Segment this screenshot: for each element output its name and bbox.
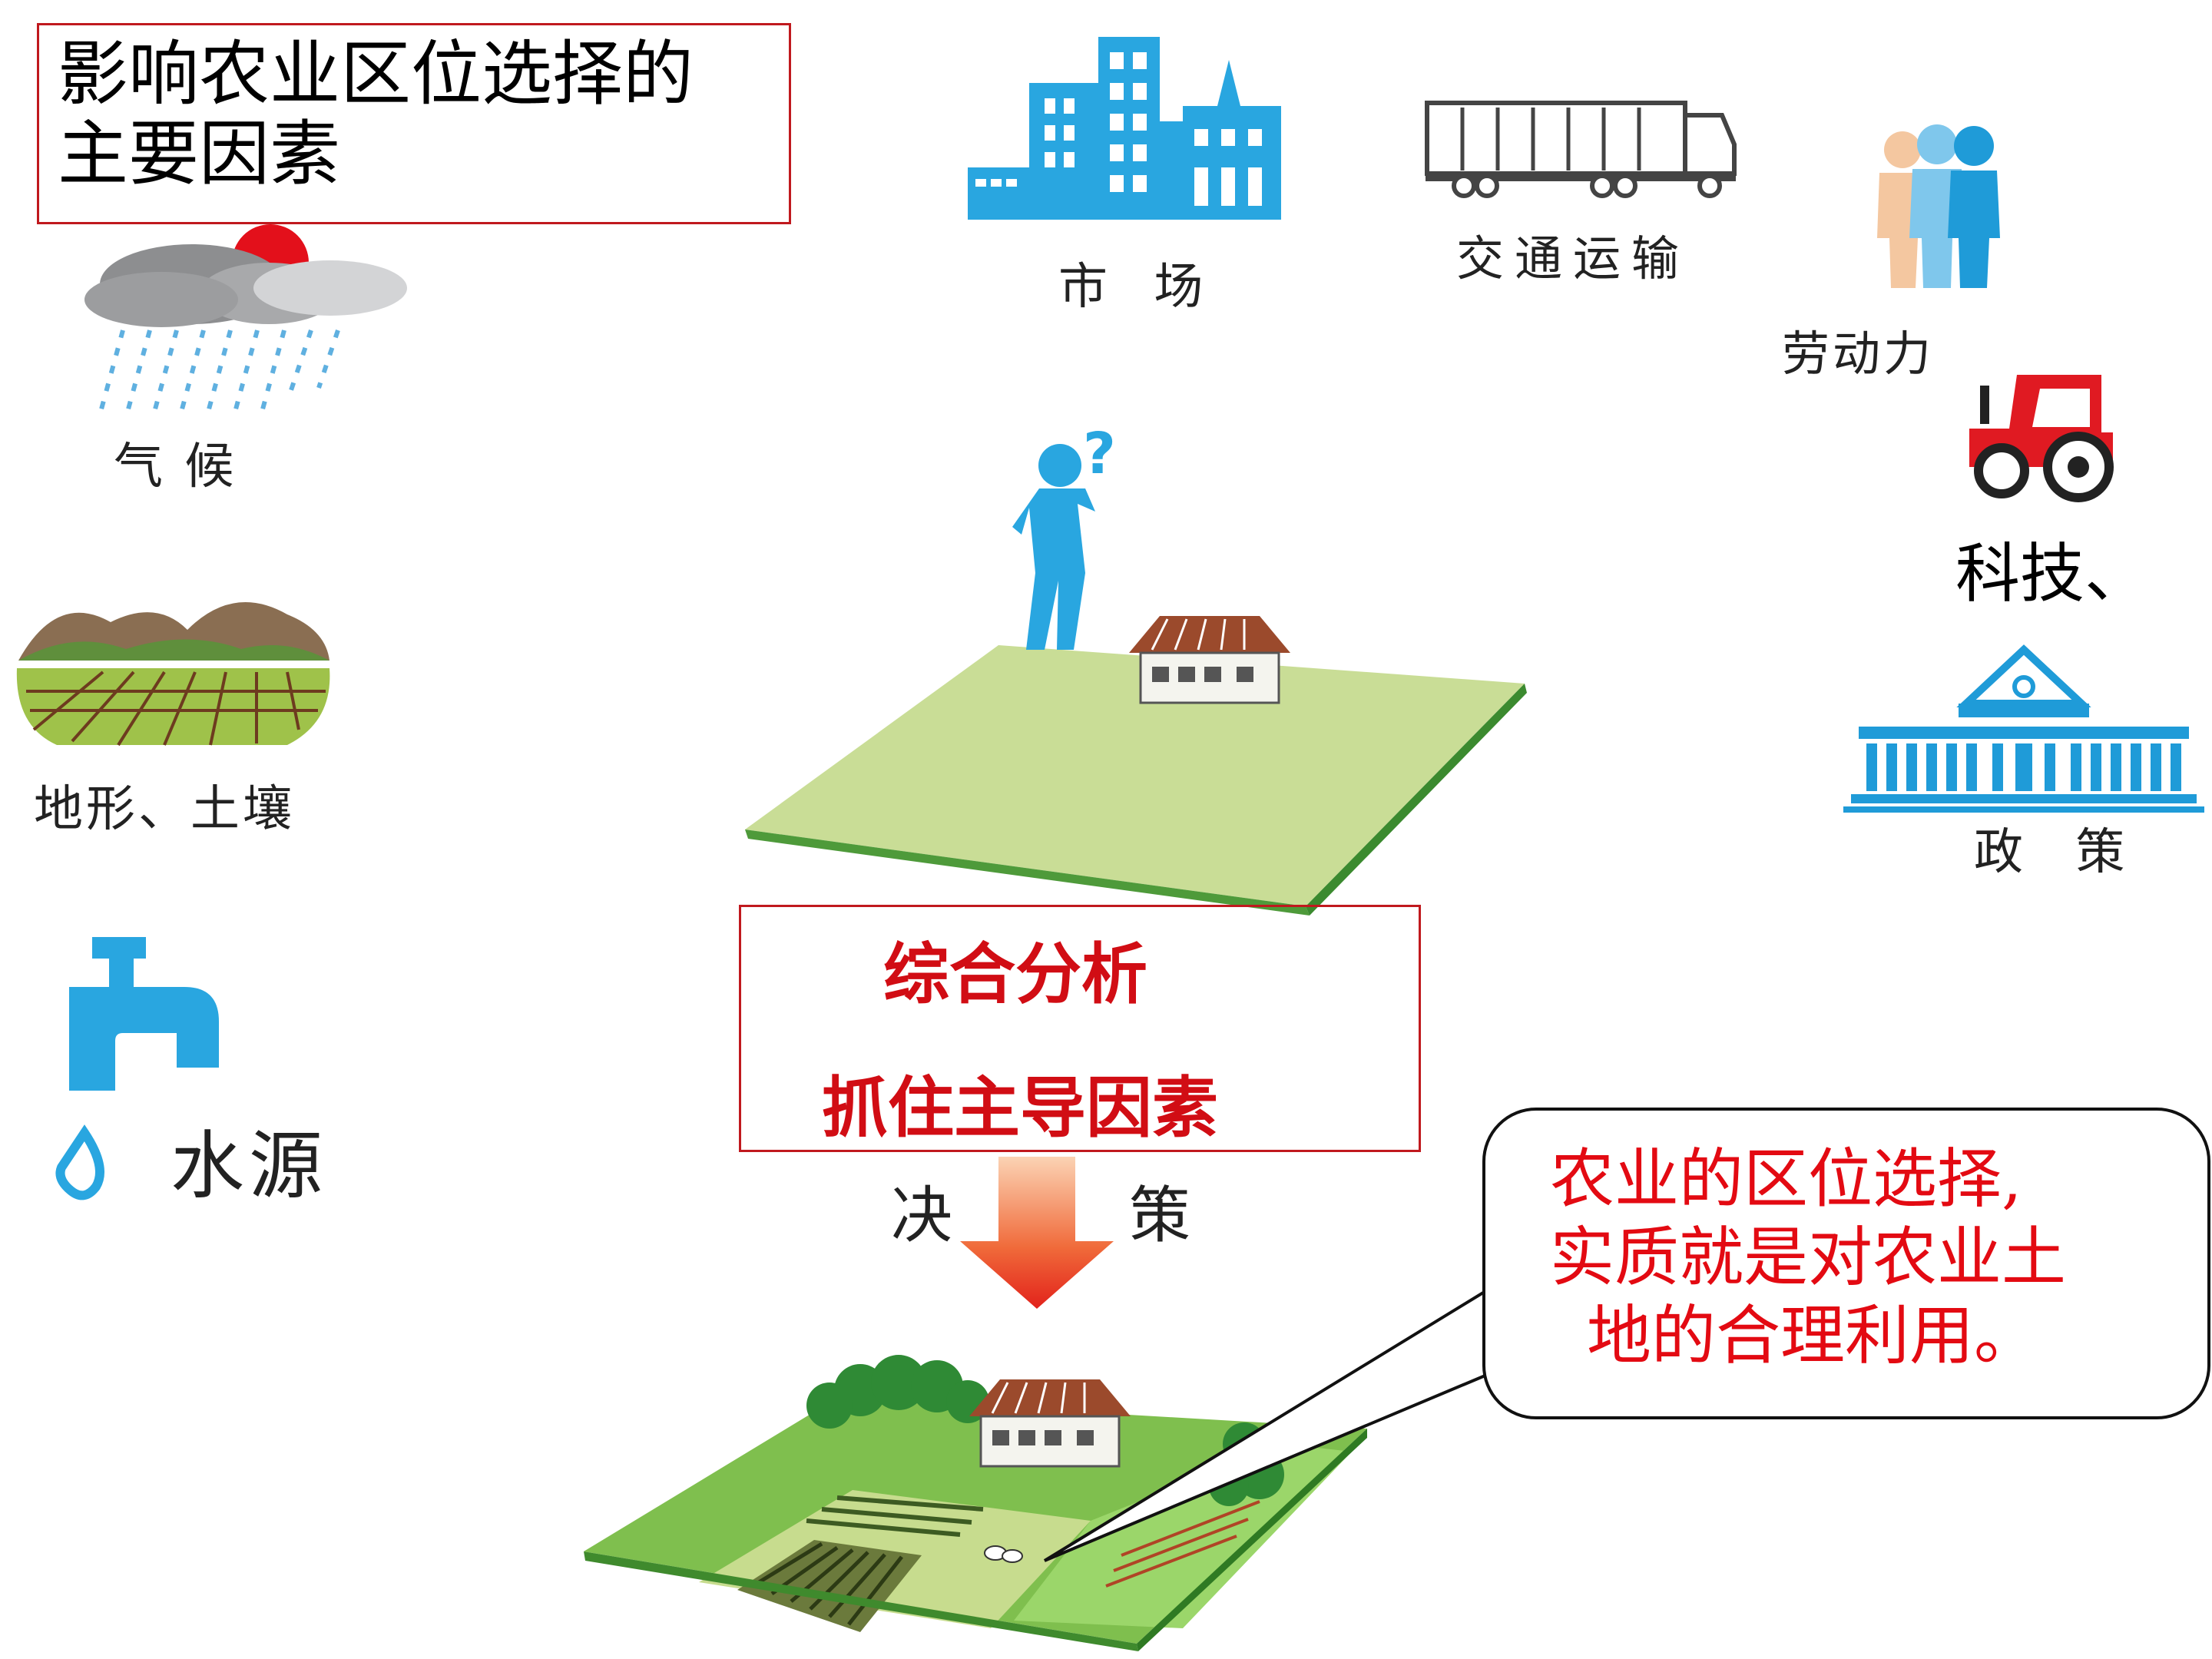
technology-label: 科技、 <box>1955 536 2150 611</box>
climate-icon <box>84 224 407 416</box>
sheep-icon <box>984 1545 1023 1563</box>
down-arrow-icon <box>960 1157 1114 1309</box>
policy-label: 政 策 <box>1974 824 2144 881</box>
analysis-line2: 抓住主导因素 <box>822 1070 1218 1147</box>
title-line2: 主要因素 <box>58 113 341 195</box>
labor-icon <box>1877 124 2000 288</box>
government-building-icon <box>1843 644 2204 813</box>
market-label: 市 场 <box>1058 259 1219 316</box>
terrain-soil-label: 地形、土壤 <box>34 781 295 838</box>
title-line1: 影响农业区位选择的 <box>58 33 694 115</box>
farmhouse-icon <box>969 1379 1131 1468</box>
decision-left-label: 决 <box>891 1180 952 1251</box>
analysis-line1: 综合分析 <box>883 936 1147 1013</box>
empty-land-plot <box>745 645 1527 916</box>
tractor-icon <box>1969 375 2114 502</box>
climate-label: 气 候 <box>114 439 237 495</box>
question-mark: ? <box>1083 421 1116 487</box>
terrain-icon <box>16 602 330 747</box>
callout-bubble <box>1482 1108 2210 1419</box>
labor-label: 劳动力 <box>1782 326 1935 382</box>
title-box: 影响农业区位选择的 主要因素 <box>37 23 791 224</box>
callout-line1: 农业的区位选择, <box>1550 1141 2022 1217</box>
thinking-person-icon <box>1012 444 1095 650</box>
faucet-icon <box>55 937 219 1200</box>
city-icon <box>968 37 1281 220</box>
callout-line3: 地的合理利用。 <box>1587 1298 2039 1373</box>
water-label: 水源 <box>171 1123 327 1209</box>
transport-label: 交通运输 <box>1456 230 1690 286</box>
truck-icon <box>1425 101 1737 198</box>
decision-right-label: 策 <box>1129 1180 1190 1251</box>
analysis-box <box>739 905 1421 1152</box>
planned-farmland-plot <box>584 1355 1367 1651</box>
callout-line2: 实质就是对农业土 <box>1550 1220 2067 1295</box>
house-icon <box>1129 616 1290 704</box>
